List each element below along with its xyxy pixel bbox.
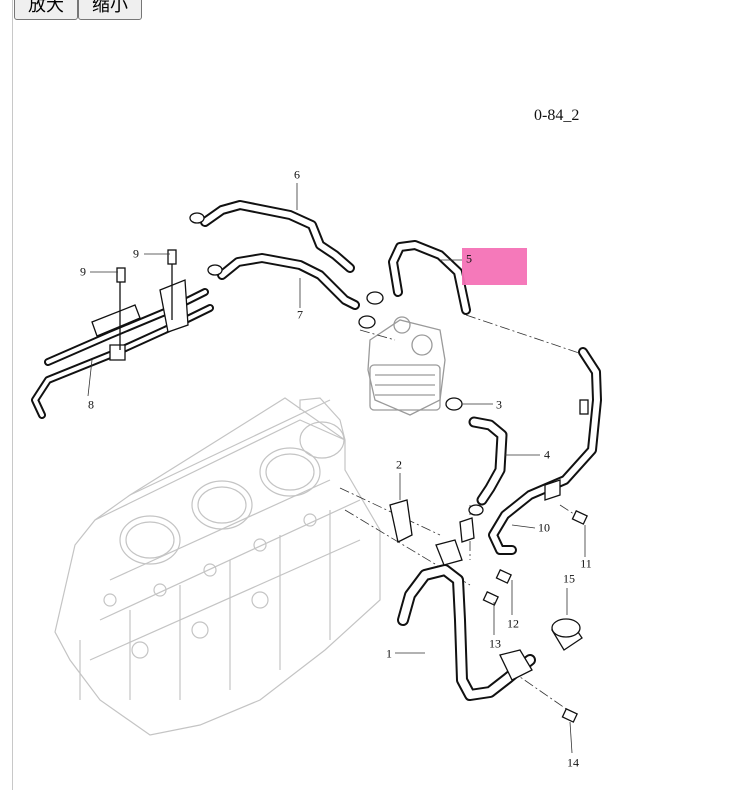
highlight-marker	[462, 248, 527, 285]
callout-9-upper[interactable]: 9	[133, 246, 139, 261]
callout-5[interactable]: 5	[466, 251, 472, 266]
callout-3[interactable]: 3	[496, 397, 502, 412]
callout-12[interactable]: 12	[507, 616, 519, 631]
callout-14[interactable]: 14	[567, 755, 579, 770]
callout-10[interactable]: 10	[538, 520, 550, 535]
zoom-in-button[interactable]: 放大	[14, 0, 78, 20]
callout-6[interactable]: 6	[294, 167, 300, 182]
frame-left-border	[12, 0, 13, 790]
leader-lines	[339, 314, 586, 716]
pump-housing	[367, 316, 446, 416]
callout-4[interactable]: 4	[544, 447, 550, 462]
diagram-code: 0-84_2	[534, 107, 580, 124]
fittings	[91, 212, 589, 723]
engine-block	[54, 397, 381, 736]
callout-15[interactable]: 15	[563, 571, 575, 586]
callout-7[interactable]: 7	[297, 307, 303, 322]
callout-9-lower[interactable]: 9	[80, 264, 86, 279]
callout-8[interactable]: 8	[88, 397, 94, 412]
callout-11[interactable]: 11	[580, 556, 592, 571]
callout-2[interactable]: 2	[396, 457, 402, 472]
callout-1[interactable]: 1	[386, 646, 392, 661]
callout-leaders	[87, 183, 586, 754]
zoom-out-button[interactable]: 缩小	[78, 0, 142, 20]
callout-13[interactable]: 13	[489, 636, 501, 651]
